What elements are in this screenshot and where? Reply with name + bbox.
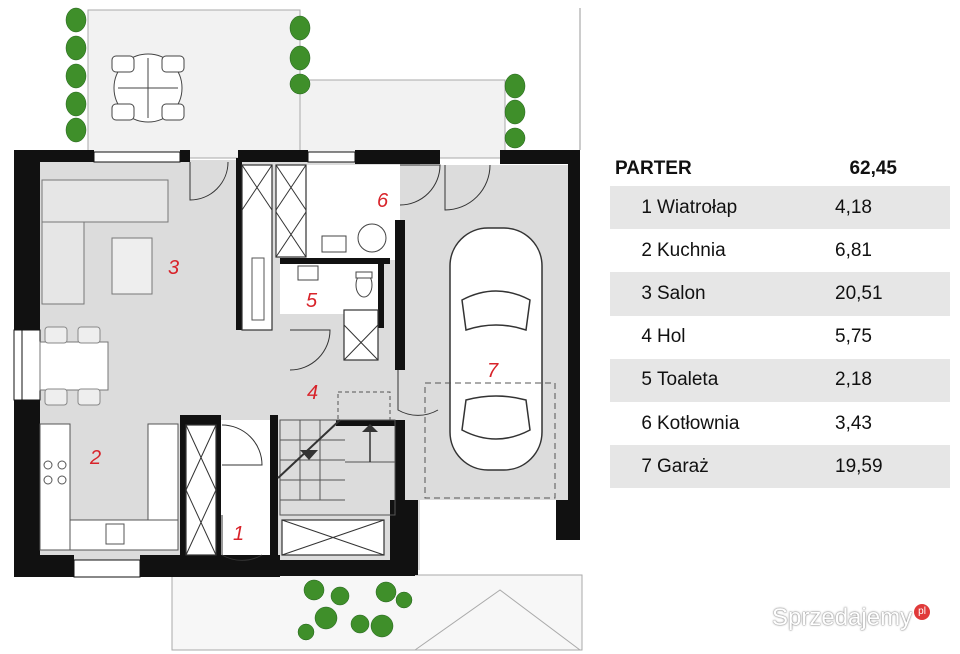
room-number: 2	[641, 239, 652, 261]
room-name: Wiatrołap	[657, 196, 738, 218]
wc-basin	[297, 265, 319, 281]
legend-row: 4 Hol 5,75	[610, 316, 950, 359]
driveway-lines	[414, 589, 581, 651]
floor-plan: 1 2 3 4 5 6 7	[13, 7, 583, 651]
window-bottom	[73, 559, 141, 578]
wardrobes	[185, 164, 385, 556]
room-name: Salon	[657, 282, 706, 304]
room-label-4: 4	[307, 382, 318, 404]
car	[449, 227, 543, 471]
stairs-arrow	[362, 424, 378, 432]
room-area: 20,51	[835, 282, 883, 304]
room-number: 3	[641, 282, 652, 304]
terrace-right	[299, 79, 506, 159]
legend-rows: 1 Wiatrołap 4,18 2 Kuchnia 6,81 3 Salon …	[610, 186, 950, 489]
room-number: 7	[641, 455, 652, 477]
legend-header: PARTER 62,45	[610, 152, 950, 186]
legend-row: 1 Wiatrołap 4,18	[610, 186, 950, 230]
watermark-text: Sprzedajemy	[772, 604, 913, 631]
legend-row: 6 Kotłownia 3,43	[610, 402, 950, 445]
room-label-7: 7	[487, 360, 499, 382]
garage-dashed-zone	[424, 382, 556, 499]
room-label-5: 5	[306, 290, 318, 312]
room-area: 5,75	[835, 326, 872, 348]
hob	[43, 460, 67, 485]
doors	[189, 161, 491, 561]
room-name: Kotłownia	[657, 412, 740, 434]
room-number: 1	[641, 196, 652, 218]
boiler-sink	[321, 235, 347, 253]
dining-table	[39, 341, 109, 391]
window-top-2	[307, 151, 356, 163]
room-name: Hol	[657, 326, 686, 348]
room-legend: PARTER 62,45 1 Wiatrołap 4,18 2 Kuchnia …	[610, 152, 950, 489]
watermark-badge: pl	[914, 604, 931, 620]
hedge-plants	[65, 7, 526, 641]
legend-row: 3 Salon 20,51	[610, 272, 950, 316]
legend-title: PARTER	[615, 158, 692, 179]
boiler	[357, 223, 387, 253]
floor-vestibule	[220, 420, 275, 565]
room-number: 6	[641, 412, 652, 434]
room-number: 4	[641, 326, 652, 348]
room-label-2: 2	[89, 447, 101, 469]
room-area: 3,43	[835, 412, 872, 434]
room-name: Garaż	[657, 455, 709, 477]
room-label-1: 1	[233, 523, 244, 545]
room-area: 6,81	[835, 239, 872, 261]
legend-row: 7 Garaż 19,59	[610, 445, 950, 489]
window-top-1	[93, 151, 181, 163]
entry-path	[171, 574, 583, 651]
room-area: 19,59	[835, 455, 883, 477]
window-left	[13, 329, 41, 401]
kitchen-sink	[105, 523, 125, 545]
coffee-table	[111, 237, 153, 295]
sofa	[41, 179, 169, 305]
room-label-6: 6	[377, 190, 389, 212]
room-area: 4,18	[835, 196, 872, 218]
stairs	[279, 391, 396, 516]
floor-boiler	[300, 165, 400, 260]
room-area: 2,18	[835, 369, 872, 391]
room-label-3: 3	[168, 257, 179, 279]
room-name: Toaleta	[657, 369, 719, 391]
legend-row: 2 Kuchnia 6,81	[610, 229, 950, 272]
room-number: 5	[641, 369, 652, 391]
legend-row: 5 Toaleta 2,18	[610, 358, 950, 402]
room-name: Kuchnia	[657, 239, 726, 261]
legend-total: 62,45	[849, 158, 897, 179]
tv-unit	[251, 257, 265, 321]
